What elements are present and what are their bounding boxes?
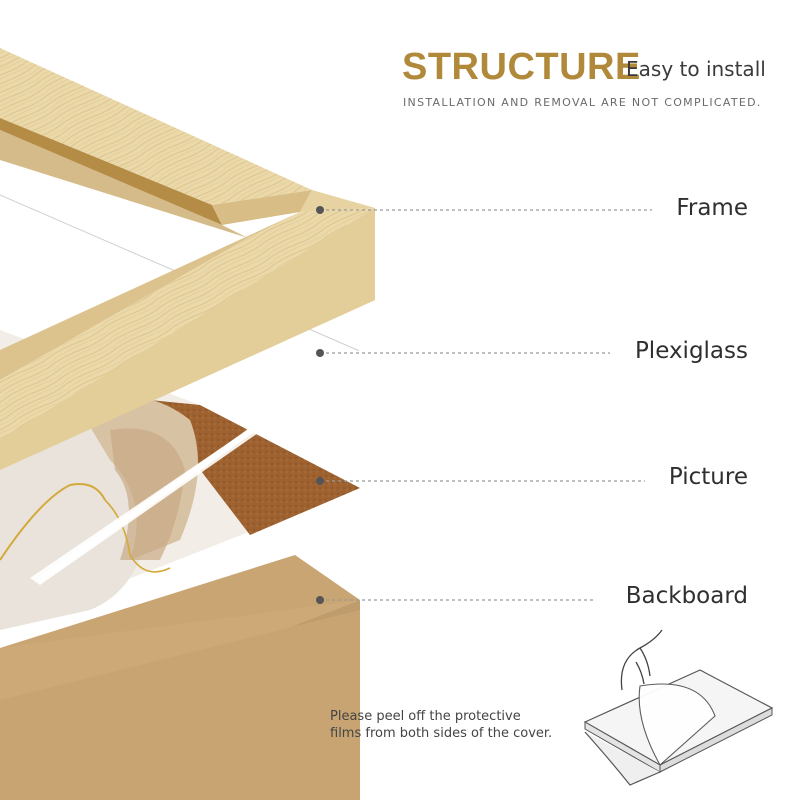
peel-film-illustration bbox=[585, 630, 772, 785]
hand-icon bbox=[621, 630, 662, 690]
peel-instruction-line-2: films from both sides of the cover. bbox=[330, 725, 590, 742]
peel-instruction-line-1: Please peel off the protective bbox=[330, 708, 590, 725]
label-backboard: Backboard bbox=[528, 582, 748, 610]
label-picture: Picture bbox=[528, 463, 748, 491]
peel-instruction: Please peel off the protective films fro… bbox=[330, 708, 590, 742]
installation-note: INSTALLATION AND REMOVAL ARE NOT COMPLIC… bbox=[403, 96, 762, 110]
structure-title: STRUCTURE bbox=[402, 44, 641, 90]
structure-subtitle: Easy to install bbox=[626, 56, 766, 82]
label-frame: Frame bbox=[528, 194, 748, 222]
label-plexiglass: Plexiglass bbox=[528, 337, 748, 365]
